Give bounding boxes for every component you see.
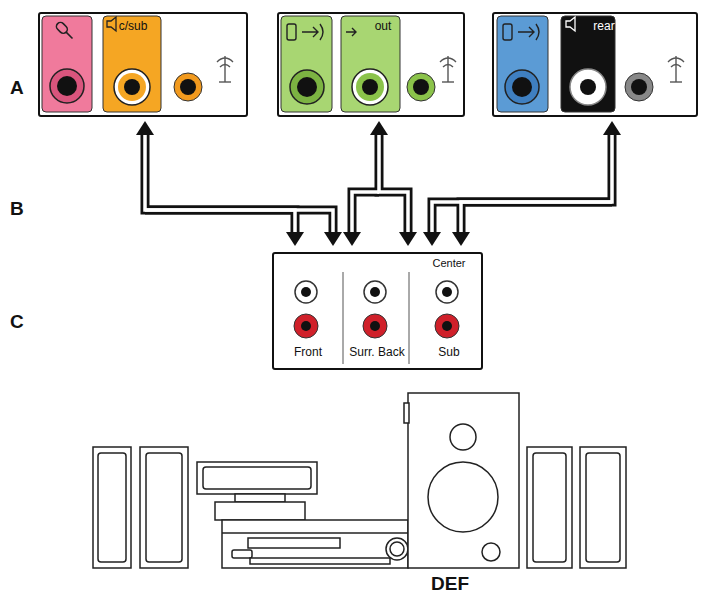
jack-panel: c/sub <box>38 12 248 117</box>
speaker <box>140 447 188 568</box>
signal-arrow <box>145 135 333 232</box>
jack <box>570 69 606 105</box>
arrow-core <box>379 135 408 232</box>
jack-ring <box>118 73 146 101</box>
jack-hole <box>180 79 196 95</box>
port-icon <box>668 56 684 82</box>
small-jack <box>407 73 435 101</box>
jack-hole <box>512 77 532 97</box>
home-theater <box>93 393 626 568</box>
jack-label: out <box>375 20 392 33</box>
speaker <box>93 447 131 568</box>
jack-plate <box>42 16 92 112</box>
jack-panel: rear <box>492 12 698 117</box>
arrow-outline <box>145 210 295 232</box>
port-icon <box>440 56 456 82</box>
speaker <box>580 447 626 568</box>
jack-plate <box>103 16 161 112</box>
jack-plate <box>561 16 615 112</box>
jack-label: rear <box>593 20 614 33</box>
arrow-outline <box>145 135 333 232</box>
arrow-core <box>145 135 333 232</box>
jack-label: Sub <box>438 346 459 359</box>
arrow-outline <box>461 202 612 232</box>
jack-hole <box>362 79 378 95</box>
arrow-outline <box>379 135 408 232</box>
jack-plate <box>497 16 548 112</box>
row-letter: B <box>10 198 24 220</box>
row-letter: DEF <box>431 573 469 595</box>
subwoofer <box>404 393 519 568</box>
jack-label: Center <box>432 257 465 269</box>
speaker-icon <box>566 17 575 31</box>
jack-hole <box>580 79 596 95</box>
jack <box>50 69 84 103</box>
jack-panel: out <box>277 12 465 117</box>
jack-plate <box>341 16 400 112</box>
jack <box>290 70 324 104</box>
csub-jack <box>103 16 161 112</box>
jack <box>505 70 539 104</box>
mic-jack <box>42 16 92 112</box>
row-letter: C <box>10 311 24 333</box>
jack-ring <box>356 73 384 101</box>
line-icon <box>503 24 539 40</box>
jack-hole <box>413 79 429 95</box>
arrow-core <box>432 135 612 232</box>
arrow-core <box>145 210 295 232</box>
rear-jack <box>561 16 615 112</box>
signal-arrow <box>432 135 612 232</box>
line-in-jack <box>497 16 548 112</box>
arrow-core <box>352 192 379 232</box>
port-icon <box>217 56 233 82</box>
row-letter: A <box>10 77 24 99</box>
jack-hole <box>297 77 317 97</box>
divider <box>409 272 410 364</box>
jack-hole <box>57 76 77 96</box>
line-icon <box>287 24 323 40</box>
rca-jacks <box>294 281 459 338</box>
line-out-jack <box>281 16 332 112</box>
arrow-core <box>461 202 612 232</box>
receiver-input-panel: CenterFront Surr. Back Sub <box>272 252 483 370</box>
jack-label: Front <box>294 346 322 359</box>
mic-icon <box>55 21 76 42</box>
arrow-outline <box>432 135 612 232</box>
jack-hole <box>631 79 647 95</box>
receiver <box>222 520 408 568</box>
divider <box>343 272 344 364</box>
jack-hole <box>124 79 140 95</box>
out-jack <box>341 16 400 112</box>
arrow-outline <box>352 192 379 232</box>
speaker <box>527 447 572 568</box>
arrow-icon <box>346 28 356 36</box>
speaker-icon <box>107 17 116 31</box>
jack <box>114 69 150 105</box>
signal-arrow <box>352 135 408 232</box>
center-speaker <box>197 462 317 520</box>
jack-label: Surr. Back <box>349 346 404 359</box>
jack-label: c/sub <box>119 20 148 33</box>
jack-plate <box>281 16 332 112</box>
small-jack <box>625 73 653 101</box>
small-jack <box>174 73 202 101</box>
jack <box>352 69 388 105</box>
